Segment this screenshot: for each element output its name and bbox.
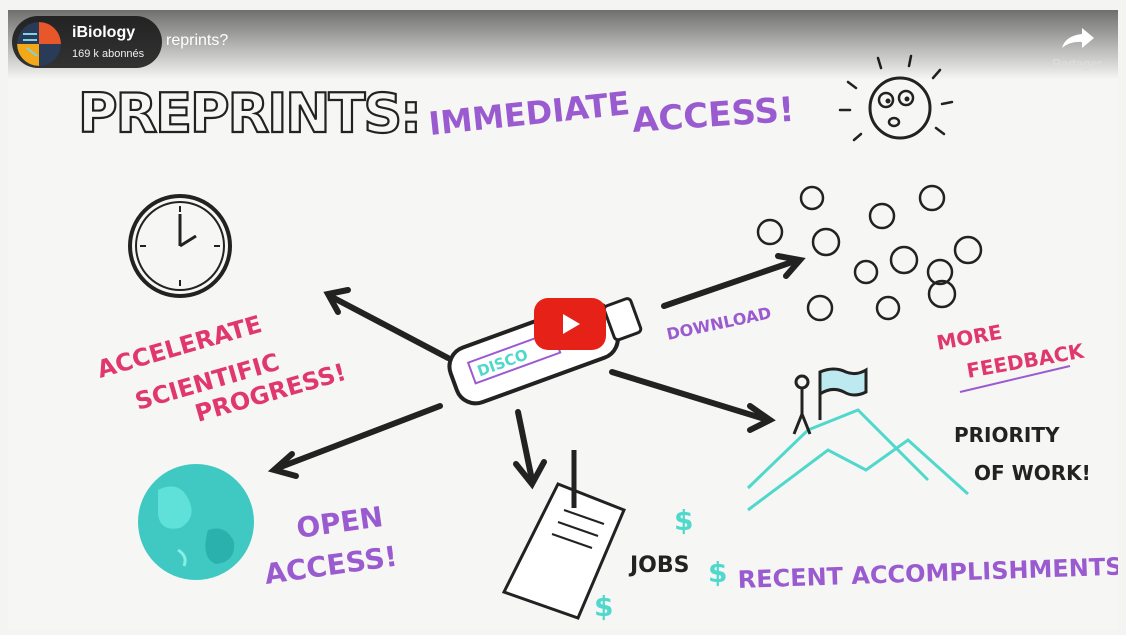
- accelerate-text: ACCELERATE SCIENTIFIC PROGRESS!: [94, 310, 349, 428]
- headline-preprints: PREPRINTS:: [78, 82, 420, 145]
- label-recent: RECENT ACCOMPLISHMENTS!: [737, 552, 1118, 594]
- svg-text:$: $: [594, 590, 613, 623]
- label-access: ACCESS!: [631, 90, 796, 141]
- channel-avatar[interactable]: [17, 22, 61, 66]
- label-jobs: JOBS: [628, 553, 690, 578]
- label-open: OPEN: [294, 500, 385, 545]
- svg-text:$: $: [708, 556, 727, 589]
- svg-text:$: $: [674, 504, 693, 537]
- play-icon: [563, 314, 580, 334]
- clock-icon: [128, 194, 232, 298]
- video-player[interactable]: PREPRINTS: IMMEDIATE ACCESS!: [8, 10, 1118, 630]
- share-button[interactable]: Partager: [1042, 22, 1112, 72]
- document-icon: [501, 450, 626, 620]
- priority-text: PRIORITY OF WORK!: [954, 423, 1091, 485]
- label-download: DOWNLOAD: [665, 303, 773, 344]
- label-of-work: OF WORK!: [974, 461, 1091, 485]
- subscriber-count: 169 k abonnés: [72, 48, 145, 60]
- dollar-signs: $ $ $: [594, 504, 727, 623]
- channel-name[interactable]: iBiology: [72, 24, 136, 41]
- share-arrow-icon: [1062, 28, 1094, 48]
- label-priority: PRIORITY: [954, 423, 1060, 447]
- play-button[interactable]: [534, 298, 606, 350]
- open-access-text: OPEN ACCESS!: [262, 500, 399, 591]
- channel-badge[interactable]: iBiology 169 k abonnés: [12, 16, 162, 68]
- arrows: [267, 253, 806, 490]
- globe-icon: [138, 464, 254, 580]
- player-top-bar: iBiology 169 k abonnés reprints? Partage…: [8, 10, 1118, 80]
- label-more: MORE: [935, 320, 1004, 355]
- crowd-faces-icon: [756, 184, 983, 322]
- feedback-text: MORE FEEDBACK: [935, 320, 1087, 393]
- mountain-flag-icon: [746, 367, 970, 512]
- label-open-access: ACCESS!: [262, 540, 399, 591]
- share-label: Partager: [1052, 56, 1102, 71]
- whiteboard-illustration: PREPRINTS: IMMEDIATE ACCESS!: [77, 54, 1118, 623]
- video-title[interactable]: reprints?: [166, 32, 229, 49]
- label-immediate: IMMEDIATE: [427, 84, 632, 143]
